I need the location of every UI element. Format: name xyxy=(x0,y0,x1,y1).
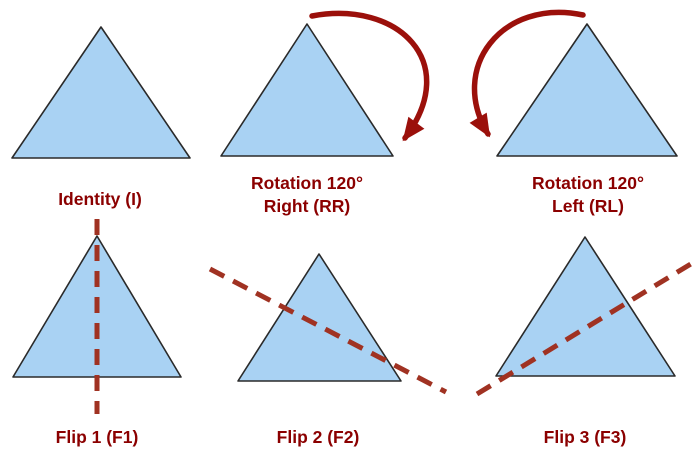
triangle-rotation-right xyxy=(220,23,394,157)
flip-1-label-text: Flip 1 (F1) xyxy=(55,427,139,447)
rotation-right-label-line1: Rotation 120° xyxy=(250,173,363,193)
triangle-rotation-left xyxy=(496,23,678,157)
identity-label-text: Identity (I) xyxy=(58,189,142,209)
rotation-right-label-line2: Right (RR) xyxy=(263,196,351,216)
identity-label: Identity (I) xyxy=(0,188,210,211)
rotation-left-counterclockwise-arrow-icon xyxy=(469,9,586,138)
flip-3-axis-dashed-line xyxy=(475,259,696,397)
rotation-right-clockwise-arrow-icon xyxy=(309,10,430,142)
rotation-left-label-line2: Left (RL) xyxy=(552,196,624,216)
triangle-flip-3 xyxy=(495,236,676,377)
flip-2-label-text: Flip 2 (F2) xyxy=(276,427,360,447)
triangle-identity xyxy=(11,26,191,159)
rotation-left-label-line1: Rotation 120° xyxy=(531,173,644,193)
triangle-flip-2 xyxy=(237,253,402,382)
rotation-right-label: Rotation 120° Right (RR) xyxy=(197,172,417,218)
flip-3-label: Flip 3 (F3) xyxy=(475,426,695,449)
flip-3-label-text: Flip 3 (F3) xyxy=(543,427,627,447)
rotation-left-label: Rotation 120° Left (RL) xyxy=(478,172,698,218)
flip-2-label: Flip 2 (F2) xyxy=(208,426,428,449)
flip-1-label: Flip 1 (F1) xyxy=(0,426,207,449)
flip-2-axis-dashed-line xyxy=(208,266,448,395)
